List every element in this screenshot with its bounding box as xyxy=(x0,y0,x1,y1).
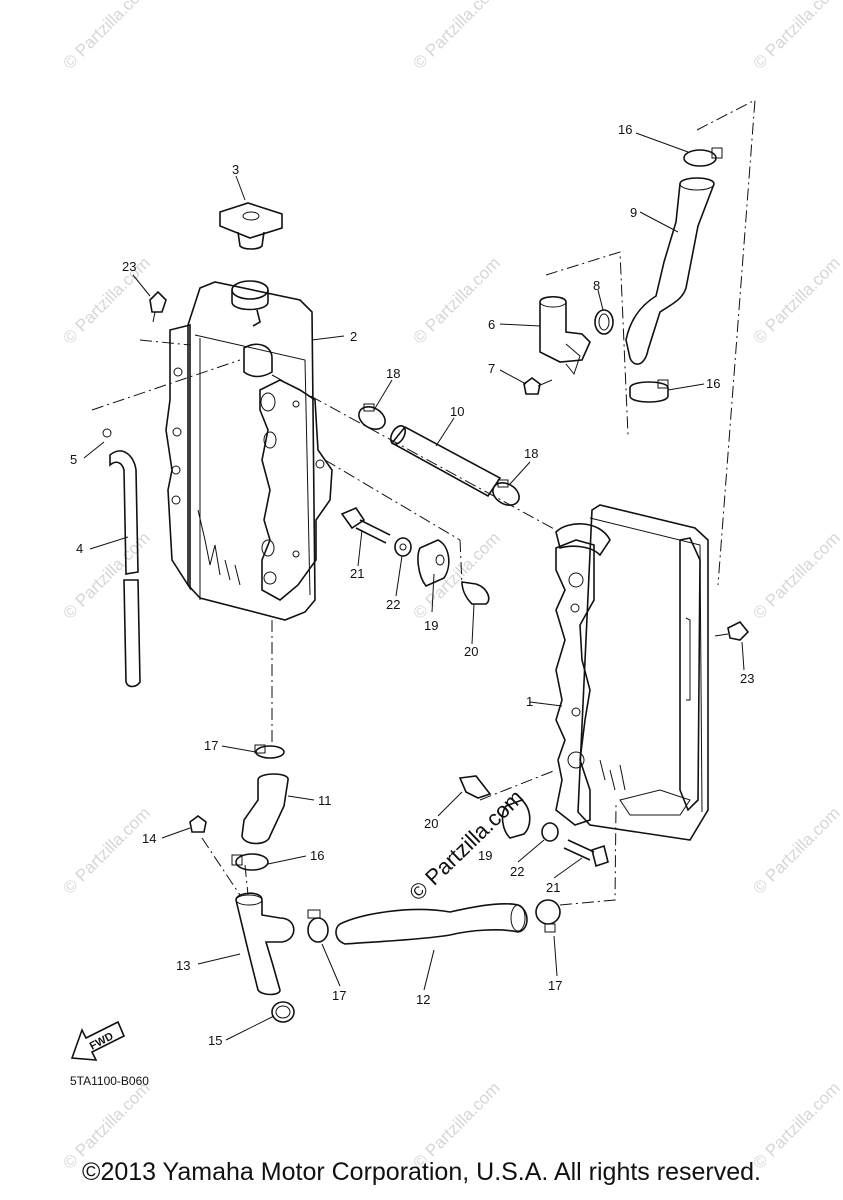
watermark-tile: © Partzilla.com xyxy=(749,253,843,347)
copyright-footer: ©2013 Yamaha Motor Corporation, U.S.A. A… xyxy=(82,1158,761,1186)
callout-13: 13 xyxy=(176,958,190,973)
mount-hardware-lower xyxy=(458,775,609,868)
overflow-hose xyxy=(102,428,141,688)
left-radiator xyxy=(165,280,333,621)
callout-1: 1 xyxy=(526,694,533,709)
hose-clamp-17-right xyxy=(535,899,561,933)
watermark-tiles: © Partzilla.com © Partzilla.com © Partzi… xyxy=(59,0,843,1173)
callout-22-lower: 22 xyxy=(510,864,524,879)
watermark-tile: © Partzilla.com xyxy=(59,0,153,73)
watermark-tile: © Partzilla.com xyxy=(749,528,843,622)
o-ring-15 xyxy=(271,1001,295,1023)
callout-16-top: 16 xyxy=(618,122,632,137)
hose-clamp-17-upper xyxy=(254,744,285,759)
hose-clamp-16-top xyxy=(683,147,723,167)
mount-hardware-upper xyxy=(340,507,490,605)
callout-21-upper: 21 xyxy=(350,566,364,581)
callout-23-left: 23 xyxy=(122,259,136,274)
hose-10 xyxy=(389,425,502,498)
fwd-label: FWD xyxy=(88,1030,116,1052)
hose-clamp-18 xyxy=(358,403,520,506)
callout-17-upper: 17 xyxy=(204,738,218,753)
hose-clamp-17-left xyxy=(307,909,329,943)
watermark-main: © Partzilla.com xyxy=(404,785,528,906)
bolt-14 xyxy=(189,815,207,833)
callout-14: 14 xyxy=(142,831,156,846)
callout-7: 7 xyxy=(488,361,495,376)
callout-11: 11 xyxy=(318,793,332,808)
callout-22-upper: 22 xyxy=(386,597,400,612)
hose-clamp-16-mid xyxy=(629,379,669,403)
callout-12: 12 xyxy=(416,992,430,1007)
callout-labels: 1 2 3 4 5 6 7 8 9 10 11 12 13 14 15 16 1… xyxy=(70,122,754,1048)
fwd-arrow: FWD xyxy=(70,1020,126,1061)
callout-2: 2 xyxy=(350,329,357,344)
hose-clamp-16-lower xyxy=(231,853,269,871)
callout-6: 6 xyxy=(488,317,495,332)
callout-17-left: 17 xyxy=(332,988,346,1003)
callout-3: 3 xyxy=(232,162,239,177)
watermark-tile: © Partzilla.com xyxy=(409,0,503,73)
watermark-tile: © Partzilla.com xyxy=(749,803,843,897)
callout-10: 10 xyxy=(450,404,464,419)
hose-11 xyxy=(241,773,289,845)
bolt-7 xyxy=(523,377,553,395)
callout-5: 5 xyxy=(70,452,77,467)
bolt-23-right xyxy=(714,620,750,641)
watermark-tile: © Partzilla.com xyxy=(409,253,503,347)
callout-19-upper: 19 xyxy=(424,618,438,633)
watermark-tile: © Partzilla.com xyxy=(59,528,153,622)
callout-20-lower: 20 xyxy=(424,816,438,831)
callout-16-lower: 16 xyxy=(310,848,324,863)
pipe-6 xyxy=(539,295,591,376)
right-radiator xyxy=(555,504,709,841)
callout-21-lower: 21 xyxy=(546,880,560,895)
watermark-tile: © Partzilla.com xyxy=(59,803,153,897)
callout-20-upper: 20 xyxy=(464,644,478,659)
bolt-23-left xyxy=(149,290,167,323)
watermark-tile: © Partzilla.com xyxy=(409,528,503,622)
hose-9 xyxy=(625,177,715,365)
callout-23-right: 23 xyxy=(740,671,754,686)
pipe-13 xyxy=(235,892,295,996)
callout-9: 9 xyxy=(630,205,637,220)
callout-8: 8 xyxy=(593,278,600,293)
callout-18-left: 18 xyxy=(386,366,400,381)
callout-4: 4 xyxy=(76,541,83,556)
o-ring-8 xyxy=(594,309,614,335)
watermark-tile: © Partzilla.com xyxy=(749,0,843,73)
leader-lines xyxy=(83,132,745,1041)
callout-17-right: 17 xyxy=(548,978,562,993)
watermark-tile: © Partzilla.com xyxy=(59,253,153,347)
callout-16-mid: 16 xyxy=(706,376,720,391)
assembly-lines xyxy=(91,99,756,906)
hose-12 xyxy=(335,903,528,945)
callout-18-right: 18 xyxy=(524,446,538,461)
callout-19-lower: 19 xyxy=(478,848,492,863)
radiator-cap xyxy=(219,202,283,250)
callout-15: 15 xyxy=(208,1033,222,1048)
figure-code: 5TA1100-B060 xyxy=(70,1074,149,1088)
